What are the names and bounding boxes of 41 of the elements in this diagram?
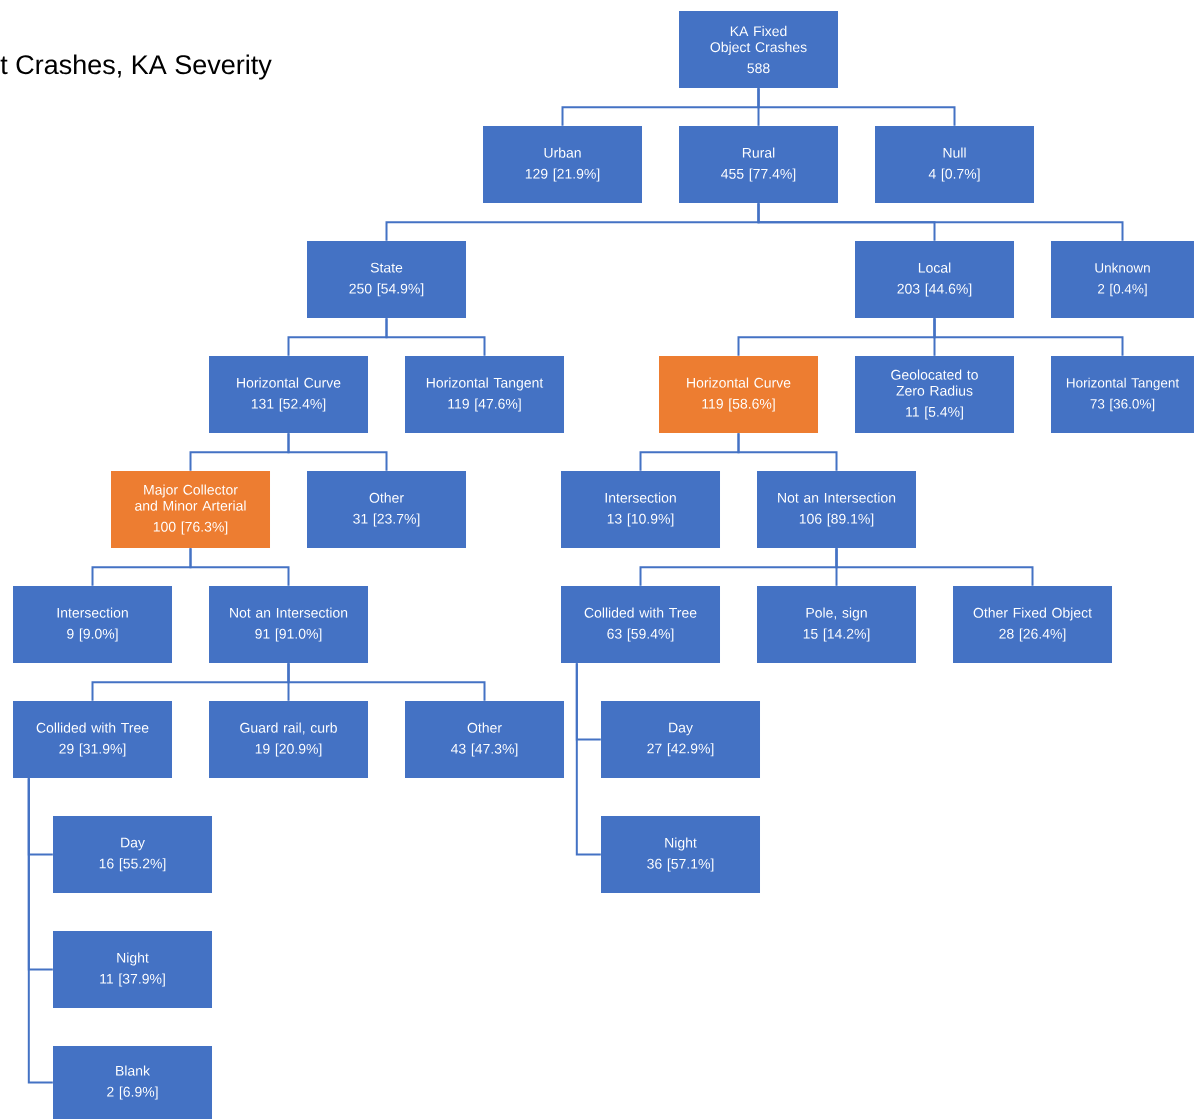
category-box: Unknown 2 [0.4%]: [1051, 241, 1194, 318]
category-box: Not an Intersection 91 [91.0%]: [209, 586, 368, 663]
category-box: Horizontal Tangent 73 [36.0%]: [1051, 356, 1194, 433]
category-box: Not an Intersection 106 [89.1%]: [757, 471, 916, 548]
connector-line: [287, 662, 486, 702]
category-box: Collided with Tree 63 [59.4%]: [561, 586, 720, 663]
category-box: Intersection 9 [9.0%]: [13, 586, 172, 663]
category-box: Urban 129 [21.9%]: [483, 126, 642, 203]
category-box: Other 31 [23.7%]: [307, 471, 466, 548]
category-box: Collided with Tree 29 [31.9%]: [13, 701, 172, 778]
connector-line: [27, 777, 54, 1084]
category-box: Horizontal Curve 131 [52.4%]: [209, 356, 368, 433]
connector-line: [757, 87, 956, 127]
category-box: Night 11 [37.9%]: [53, 931, 212, 1008]
category-box: Blank 2 [6.9%]: [53, 1046, 212, 1119]
connector-line: [575, 662, 602, 856]
category-box: Intersection 13 [10.9%]: [561, 471, 720, 548]
category-box: Day 27 [42.9%]: [601, 701, 760, 778]
category-box: Other 43 [47.3%]: [405, 701, 564, 778]
category-box: Local 203 [44.6%]: [855, 241, 1014, 318]
category-box: Other Fixed Object 28 [26.4%]: [953, 586, 1112, 663]
connector-line: [287, 432, 388, 472]
highlighted-box: Major Collector and Minor Arterial 100 [76.3%]: [111, 471, 270, 548]
category-box: Horizontal Tangent 119 [47.6%]: [405, 356, 564, 433]
connector-line: [835, 547, 1034, 587]
category-box: State 250 [54.9%]: [307, 241, 466, 318]
connector-line: [757, 202, 1124, 242]
connector-line: [385, 317, 486, 357]
category-box: Day 16 [55.2%]: [53, 816, 212, 893]
connector-line: [737, 432, 838, 472]
connector-line: [189, 547, 290, 587]
category-box: Pole, sign 15 [14.2%]: [757, 586, 916, 663]
category-box: Guard rail, curb 19 [20.9%]: [209, 701, 368, 778]
title: t Crashes, KA Severity: [0, 54, 272, 80]
category-box: Null 4 [0.7%]: [875, 126, 1034, 203]
category-box: Rural 455 [77.4%]: [679, 126, 838, 203]
category-box: Geolocated to Zero Radius 11 [5.4%]: [855, 356, 1014, 433]
category-box: KA Fixed Object Crashes 588: [679, 11, 838, 88]
connector-line: [933, 317, 1124, 357]
highlighted-box: Horizontal Curve 119 [58.6%]: [659, 356, 818, 433]
category-box: Night 36 [57.1%]: [601, 816, 760, 893]
